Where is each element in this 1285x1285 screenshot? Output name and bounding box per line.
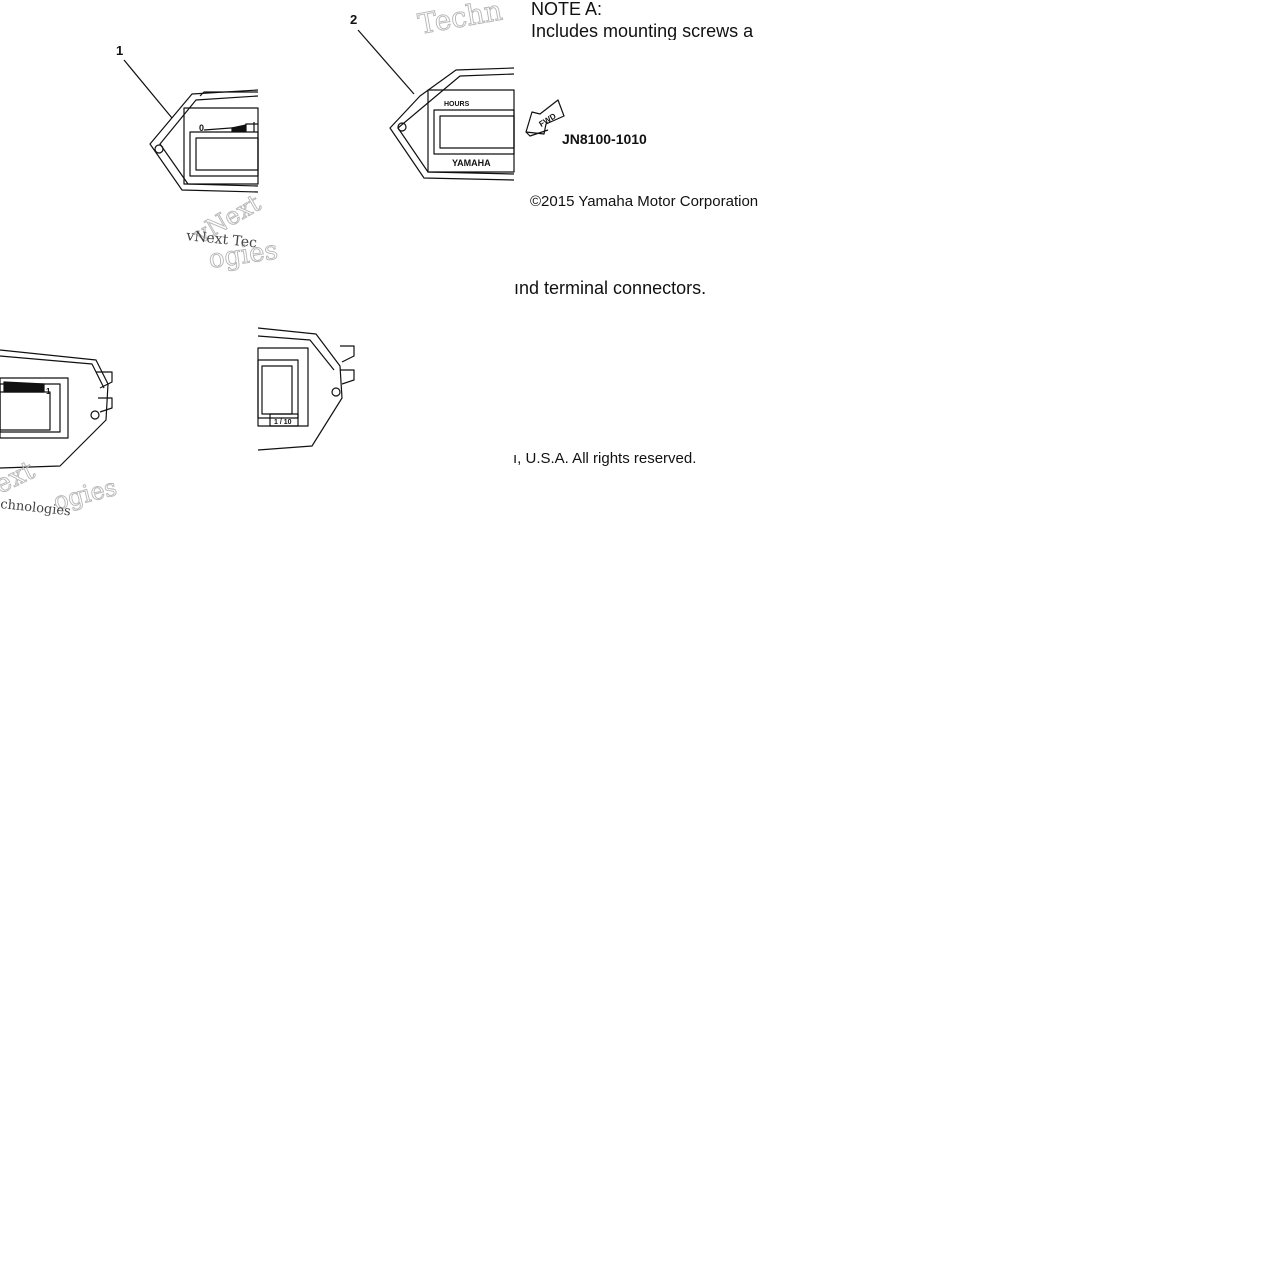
watermark-ext: ext bbox=[0, 455, 40, 500]
meter-tenth-label: 1 / 10 bbox=[274, 419, 292, 426]
watermark-chnologies: chnologies bbox=[0, 497, 71, 519]
hour-meter-1-lower bbox=[0, 349, 113, 469]
note-title: NOTE A: bbox=[531, 0, 603, 19]
hour-meter-2-lower bbox=[257, 327, 355, 451]
meter-scale-zero: 0 bbox=[199, 123, 204, 133]
fwd-arrow-icon bbox=[525, 99, 565, 137]
copyright-line-1: ©2015 Yamaha Motor Corporation bbox=[530, 194, 759, 209]
copyright-line-2: ı, U.S.A. All rights reserved. bbox=[513, 450, 697, 467]
meter-scale-one: 1 bbox=[46, 387, 51, 396]
note-line-1: Includes mounting screws a bbox=[531, 22, 754, 40]
hour-meter-2-upper bbox=[357, 29, 515, 181]
part-code: JN8100-1010 bbox=[562, 131, 647, 147]
callout-1: 1 bbox=[116, 43, 124, 58]
callout-2: 2 bbox=[350, 12, 358, 27]
meter-brand-label: YAMAHA bbox=[452, 158, 491, 168]
meter-hours-label: HOURS bbox=[444, 101, 470, 108]
watermark-techn: Techn bbox=[415, 0, 504, 41]
hour-meter-1-upper bbox=[123, 59, 259, 193]
watermark-vnext-tec: vNext Tec bbox=[185, 228, 258, 251]
note-line-2: ınd terminal connectors. bbox=[514, 278, 707, 298]
